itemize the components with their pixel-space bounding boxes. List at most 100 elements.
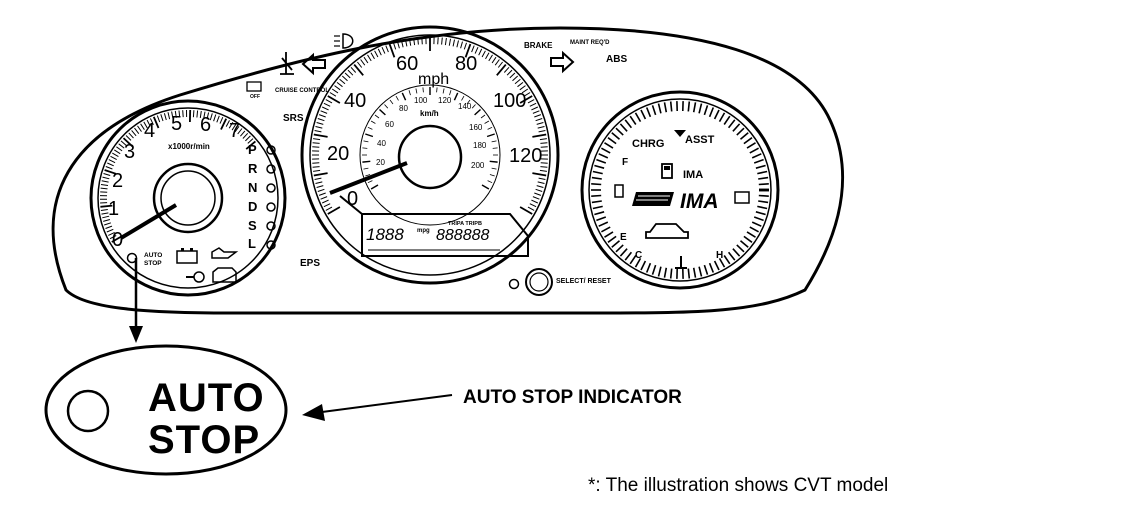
kmh-number-160: 160 [469,123,483,132]
gauge-tick [757,172,767,174]
gauge-tick [533,197,540,200]
gauge-tick [720,113,725,122]
gauge-tick [396,96,399,100]
tach-stop-label: STOP [144,260,162,267]
gauge-tick [368,55,372,61]
gauge-tick [364,57,368,63]
gauge-tick [245,136,250,141]
key-icon [186,272,204,282]
tach-number-0: 0 [112,229,123,251]
gauge-tick [620,124,627,131]
gauge-tick [135,128,139,134]
gauge-tick [354,65,363,76]
gauge-tick [510,73,515,78]
gauge-tick [537,186,544,188]
tach-unit: x1000r/min [168,142,210,151]
gauge-tick [540,143,547,144]
gauge-tick [531,200,537,203]
gauge-tick [710,263,714,272]
gauge-tick [612,241,620,247]
gauge-tick [464,43,466,50]
tach-number-7: 7 [229,120,240,142]
gauge-tick [515,79,520,84]
gauge-tick [538,182,545,184]
gauge-tick [315,131,322,132]
gauge-tick [488,127,493,129]
gauge-tick [539,178,546,179]
gauge-tick [362,148,367,149]
gauge-tick [699,267,701,277]
gauge-tick [531,107,537,110]
maint-reqd-label: MAINT REQ'D [570,40,610,46]
gauge-tick [371,121,375,124]
tach-number-1: 1 [108,198,119,220]
gauge-tick [710,108,714,117]
select-reset-knob [510,269,553,295]
kmh-number-40: 40 [377,139,386,148]
gauge-tick [724,116,730,124]
gauge-tick [616,128,623,135]
gauge-tick [688,102,689,112]
gauge-tick [243,133,248,138]
gauge-tick [616,245,623,252]
ima-gauge: CHRG ASST IMA IMA F E C H [582,92,778,288]
gauge-tick [138,126,142,132]
gauge-tick [418,38,419,45]
auto-stop-zoom-lamp [68,391,108,431]
gauge-tick [630,116,636,124]
gauge-tick [316,182,323,184]
gauge-tick [532,135,546,137]
abs-label: ABS [606,54,627,65]
gauge-tick [390,44,395,57]
gauge-tick [665,102,667,112]
fuel-full-label: F [622,157,628,168]
gauge-tick [528,100,534,103]
gauge-tick [321,197,328,200]
gauge-tick [313,139,320,140]
select-reset-label: SELECT/ RESET [556,278,612,285]
gauge-tick [340,79,345,84]
gauge-tick [362,161,370,162]
gauge-tick [129,133,134,138]
gauge-tick [326,100,332,103]
cruise-control-label: CRUISE CONTROL [275,88,329,94]
kmh-number-60: 60 [385,120,394,129]
gauge-tick [757,206,767,208]
gauge-tick [402,93,405,100]
gauge-tick [492,168,497,169]
gauge-tick [596,160,605,163]
gauge-tick [368,181,373,183]
gauge-tick [102,181,109,182]
gauge-tick [319,193,326,195]
gauge-tick [335,86,341,90]
gauge-tick [345,73,350,78]
fuel-pump-icon [662,164,672,178]
gauge-tick [534,193,541,195]
gauge-tick [104,174,111,176]
gauge-tick [450,90,452,95]
gauge-tick [449,39,450,46]
gauge-tick [715,261,719,270]
gauge-tick [612,133,620,139]
gauge-tick [750,227,759,232]
tach-number-4: 4 [144,120,155,142]
headlight-high-beam-icon [334,34,353,48]
gauge-tick [747,232,756,237]
gauge-tick [741,133,749,139]
brake-label: BRAKE [524,41,553,50]
eps-label: EPS [300,258,320,269]
kmh-number-120: 120 [438,96,452,105]
gauge-tick [375,51,378,57]
gauge-tick [537,123,544,125]
gauge-tick [759,196,769,197]
gauge-tick [671,269,672,279]
gauge-tick [112,153,118,157]
gauge-tick [601,227,610,232]
gauge-tick [482,185,489,189]
gauge-tick [591,184,601,185]
gauge-tick [540,170,547,171]
oil-pressure-icon [212,248,236,258]
gauge-tick [507,70,512,75]
gauge-tick [733,249,740,256]
gauge-tick [737,245,744,252]
